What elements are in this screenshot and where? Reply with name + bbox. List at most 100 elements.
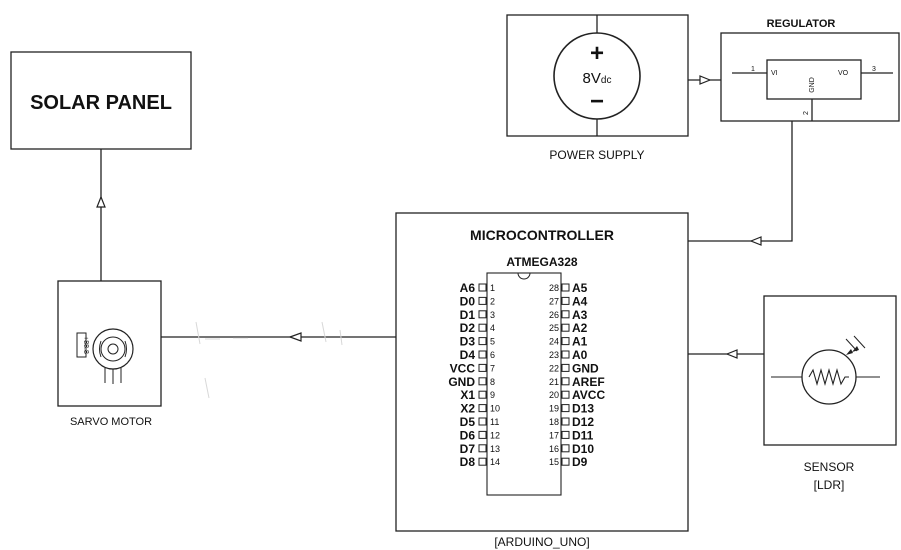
pin-number: 22	[549, 363, 559, 373]
pin-name: A6	[460, 281, 476, 295]
pin-number: 24	[549, 337, 559, 347]
pin-name: D2	[460, 321, 476, 335]
pin-number: 10	[490, 404, 500, 414]
chip-pin-left: X1 9	[460, 388, 495, 402]
pin-number: 23	[549, 350, 559, 360]
servo-motor-block[interactable]: +88.8	[57, 280, 162, 407]
pin-pad	[478, 444, 487, 453]
servo-motor-icon: +88.8	[76, 328, 134, 384]
pin-pad	[478, 430, 487, 439]
pin-name: X1	[460, 388, 475, 402]
pin-number: 25	[549, 323, 559, 333]
pin-name: A1	[572, 335, 588, 349]
sensor-caption-line1: SENSOR	[804, 460, 855, 474]
chip-pin-left: D4 6	[460, 348, 495, 362]
chip-pin-right: 22 GND	[549, 361, 599, 375]
pin-number: 4	[490, 323, 495, 333]
pin-name: GND	[572, 361, 599, 375]
scan-artifacts	[195, 321, 343, 399]
chip-pin-left: D2 4	[460, 321, 495, 335]
pin-number: 3	[490, 310, 495, 320]
chip-pin-right: 25 A2	[549, 321, 588, 335]
microcontroller-title: MICROCONTROLLER	[470, 227, 614, 243]
pin-number: 5	[490, 337, 495, 347]
pin-number: 27	[549, 296, 559, 306]
pin-pad	[478, 457, 487, 466]
chip-name: ATMEGA328	[506, 255, 577, 269]
pin-number: 28	[549, 283, 559, 293]
chip-pin-right: 27 A4	[549, 294, 588, 308]
power-supply-block[interactable]: + 8Vdc −	[506, 14, 689, 137]
pin-pad	[561, 404, 570, 413]
pin-number: 13	[490, 444, 500, 454]
pin-name: D5	[460, 415, 476, 429]
pin-pad	[478, 363, 487, 372]
pin-pad	[478, 323, 487, 332]
pin-name: D0	[460, 294, 476, 308]
solar-panel-block[interactable]: SOLAR PANEL	[10, 51, 192, 150]
pin-number: 16	[549, 444, 559, 454]
regulator-vi-label: VI	[771, 70, 778, 77]
pin-number: 11	[490, 417, 499, 427]
sensor-caption-line2: [LDR]	[814, 478, 845, 492]
sensor-block[interactable]	[763, 295, 897, 446]
arrow-to-regulator	[699, 75, 712, 85]
pin-pad	[478, 337, 487, 346]
pin-name: D10	[572, 442, 594, 456]
pin-name: A5	[572, 281, 588, 295]
ldr-icon	[771, 335, 880, 405]
pin-name: AREF	[572, 375, 605, 389]
arrow-to-mcu-sensor	[725, 349, 738, 359]
pin-number: 6	[490, 350, 495, 360]
pin-name: D6	[460, 428, 476, 442]
regulator-block[interactable]: 1 VI VO 3 GND 2	[720, 32, 900, 122]
pin-number: 15	[549, 457, 559, 467]
dc-source-icon	[553, 32, 641, 120]
pin-number: 9	[490, 390, 495, 400]
pin-number: 2	[490, 296, 495, 306]
pin-pad	[478, 377, 487, 386]
chip-pin-right: 28 A5	[549, 281, 588, 295]
pin-pad	[561, 457, 570, 466]
ps-minus-sign: −	[590, 88, 604, 115]
pin-name: D13	[572, 402, 594, 416]
pin-name: A3	[572, 308, 588, 322]
pin-name: A2	[572, 321, 588, 335]
pin-pad	[478, 350, 487, 359]
microcontroller-caption: [ARDUINO_UNO]	[494, 535, 589, 549]
chip-pin-right: 24 A1	[549, 335, 588, 349]
ps-voltage-value: 8V	[583, 70, 601, 87]
pin-name: D11	[572, 428, 594, 442]
pin-name: AVCC	[572, 388, 605, 402]
pin-pad	[478, 404, 487, 413]
ic-chip-outline	[486, 272, 562, 496]
chip-pin-right: 16 D10	[549, 442, 594, 456]
pin-name: D8	[460, 455, 476, 469]
pin-pad	[478, 296, 487, 305]
pin-number: 12	[490, 430, 500, 440]
ps-plus-sign: +	[590, 40, 604, 67]
pin-name: A4	[572, 294, 588, 308]
regulator-title: REGULATOR	[767, 18, 836, 30]
arrow-to-solar-panel	[96, 195, 106, 208]
arrow-to-servo	[288, 332, 302, 342]
regulator-pin1-num: 1	[751, 66, 755, 73]
pin-number: 17	[549, 430, 559, 440]
chip-pin-right: 17 D11	[549, 428, 594, 442]
pin-pad	[561, 417, 570, 426]
pin-name: D4	[460, 348, 476, 362]
pin-name: D12	[572, 415, 594, 429]
regulator-gnd-label: GND	[809, 77, 816, 93]
pin-pad	[561, 350, 570, 359]
pin-pad	[561, 337, 570, 346]
